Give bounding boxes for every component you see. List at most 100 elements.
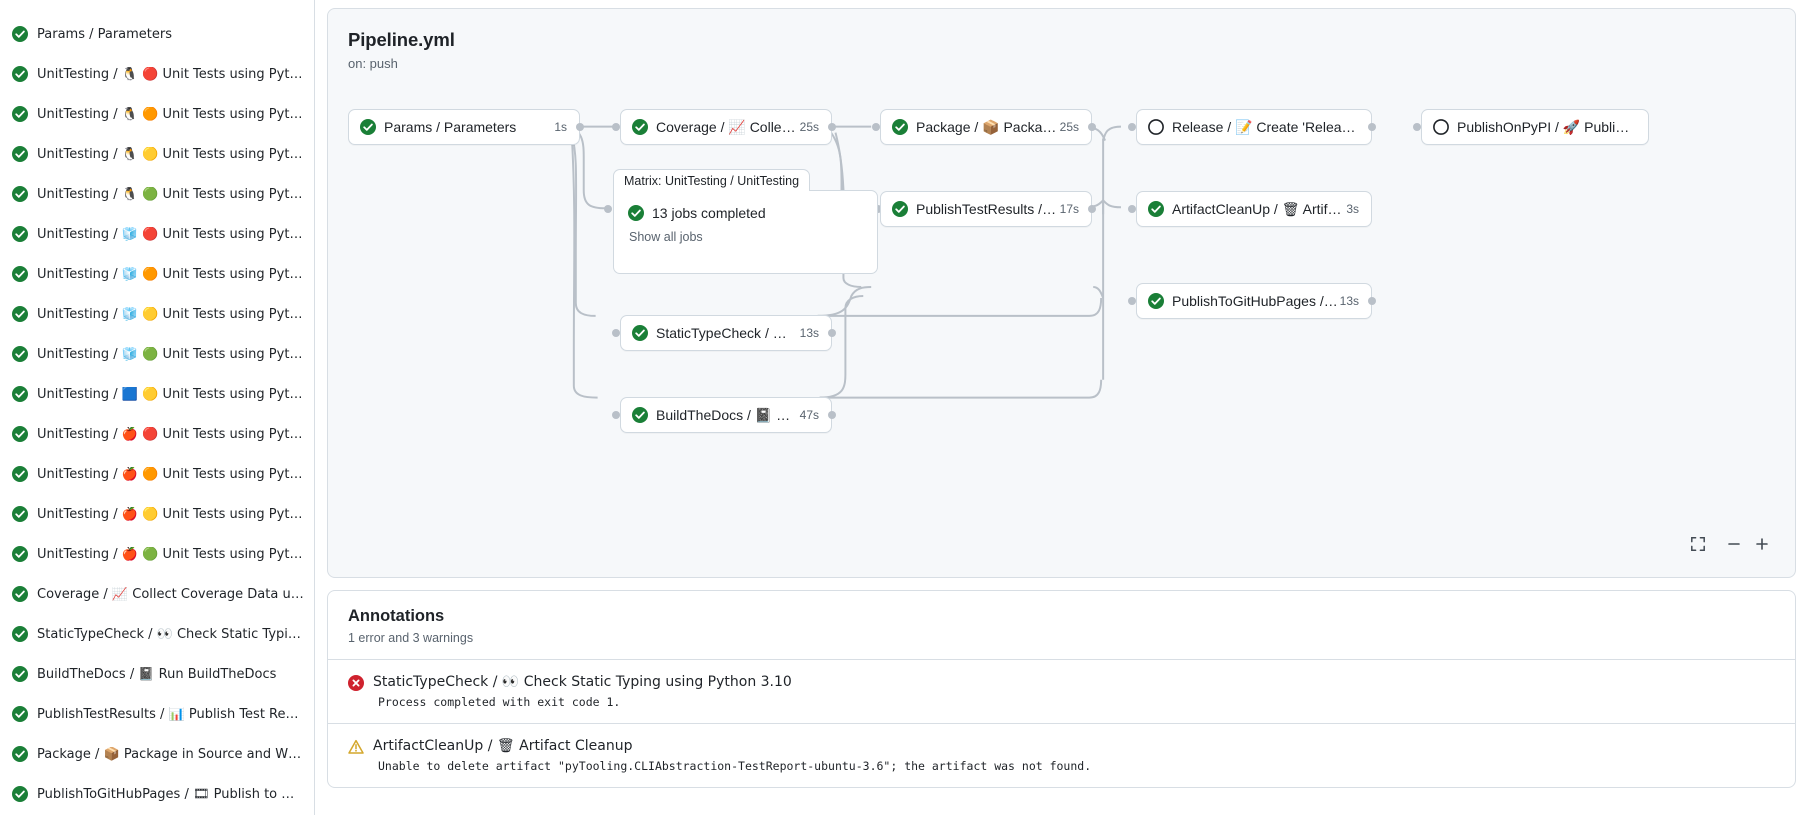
port-in <box>1128 297 1136 305</box>
sidebar-job-item[interactable]: UnitTesting / 🍎 🟢 Unit Tests using Pyth… <box>0 534 314 574</box>
sidebar-job-label: UnitTesting / 🧊 🔴 Unit Tests using Pyth… <box>37 226 304 242</box>
annotation-title: ArtifactCleanUp / 🗑 Artifact Cleanup <box>373 738 633 754</box>
port-out <box>576 123 584 131</box>
zoom-out-button[interactable] <box>1721 531 1747 557</box>
status-success-icon <box>12 186 28 202</box>
sidebar-job-item[interactable]: UnitTesting / 🍎 🟡 Unit Tests using Pyth… <box>0 494 314 534</box>
sidebar-job-item[interactable]: UnitTesting / 🐧 🔴 Unit Tests using Pyth… <box>0 54 314 94</box>
status-success-icon <box>1148 293 1164 309</box>
graph-node-publishtestresults[interactable]: PublishTestResults / 📊 Pu… 17s <box>880 191 1092 227</box>
graph-node-label: Coverage / 📈 Collect Cove… <box>656 118 800 135</box>
sidebar-job-item[interactable]: UnitTesting / 🐧 🟢 Unit Tests using Pyth… <box>0 174 314 214</box>
sidebar-job-item[interactable]: UnitTesting / 🧊 🟠 Unit Tests using Pyth… <box>0 254 314 294</box>
sidebar-job-label: UnitTesting / 🐧 🟠 Unit Tests using Pyth… <box>37 106 304 122</box>
status-success-icon <box>892 201 908 217</box>
graph-node-release[interactable]: Release / 📝 Create 'Release P… <box>1136 109 1372 145</box>
status-success-icon <box>12 66 28 82</box>
graph-node-duration: 1s <box>554 120 567 134</box>
status-success-icon <box>12 146 28 162</box>
annotations-card: Annotations 1 error and 3 warnings Stati… <box>327 590 1796 788</box>
annotations-title: Annotations <box>348 607 445 625</box>
port-out <box>1088 205 1096 213</box>
graph-node-params[interactable]: Params / Parameters 1s <box>348 109 580 145</box>
status-success-icon <box>12 706 28 722</box>
sidebar-job-item[interactable]: UnitTesting / 🧊 🟢 Unit Tests using Pyth… <box>0 334 314 374</box>
sidebar-job-item[interactable]: UnitTesting / 🍎 🟠 Unit Tests using Pyth… <box>0 454 314 494</box>
annotation-message: Process completed with exit code 1. <box>378 695 621 709</box>
port-out <box>828 329 836 337</box>
matrix-tab-label: Matrix: UnitTesting / UnitTesting <box>613 169 811 191</box>
sidebar-job-item[interactable]: StaticTypeCheck / 👀 Check Static Typing… <box>0 614 314 654</box>
port-in <box>612 329 620 337</box>
sidebar-job-label: UnitTesting / 🍎 🟡 Unit Tests using Pyth… <box>37 506 304 522</box>
sidebar-job-item[interactable]: UnitTesting / 🐧 🟠 Unit Tests using Pyth… <box>0 94 314 134</box>
sidebar-job-item[interactable]: UnitTesting / 🧊 🔴 Unit Tests using Pyth… <box>0 214 314 254</box>
status-success-icon <box>12 786 28 802</box>
zoom-in-button[interactable] <box>1749 531 1775 557</box>
sidebar-job-item[interactable]: Package / 📦 Package in Source and Wh… <box>0 734 314 774</box>
sidebar-job-label: UnitTesting / 🧊 🟠 Unit Tests using Pyth… <box>37 266 304 282</box>
status-success-icon <box>12 746 28 762</box>
sidebar-job-item[interactable]: PublishToGitHubPages / 🎞 Publish to G… <box>0 774 314 814</box>
sidebar-job-item[interactable]: BuildTheDocs / 📓 Run BuildTheDocs <box>0 654 314 694</box>
status-success-icon <box>892 119 908 135</box>
sidebar-job-label: UnitTesting / 🍎 🟠 Unit Tests using Pyth… <box>37 466 304 482</box>
port-in <box>1413 123 1421 131</box>
sidebar-job-item[interactable]: PublishTestResults / 📊 Publish Test Resu… <box>0 694 314 734</box>
sidebar-job-item[interactable]: UnitTesting / 🍎 🔴 Unit Tests using Pyth… <box>0 414 314 454</box>
graph-node-buildthedocs[interactable]: BuildTheDocs / 📓 Run Buil… 47s <box>620 397 832 433</box>
graph-node-label: Release / 📝 Create 'Release P… <box>1172 118 1359 135</box>
sidebar-job-item[interactable]: UnitTesting / 🐧 🟡 Unit Tests using Pyth… <box>0 134 314 174</box>
sidebar-job-item[interactable]: UnitTesting / 🟦 🟡 Unit Tests using Pyth… <box>0 374 314 414</box>
graph-node-label: Params / Parameters <box>384 119 517 135</box>
port-in <box>872 123 880 131</box>
graph-node-statictypecheck[interactable]: StaticTypeCheck / 👀 Chec… 13s <box>620 315 832 351</box>
status-success-icon <box>12 346 28 362</box>
status-success-icon <box>632 119 648 135</box>
zoom-button-group <box>1721 531 1775 557</box>
annotation-title: StaticTypeCheck / 👀 Check Static Typing … <box>373 674 792 690</box>
status-success-icon <box>12 546 28 562</box>
annotations-list: StaticTypeCheck / 👀 Check Static Typing … <box>328 659 1795 787</box>
port-in <box>1128 123 1136 131</box>
annotation-message: Unable to delete artifact "pyTooling.CLI… <box>378 759 1092 773</box>
graph-node-label: ArtifactCleanUp / 🗑 Artifac… <box>1172 200 1347 217</box>
status-success-icon <box>12 106 28 122</box>
fullscreen-icon[interactable] <box>1685 531 1711 557</box>
graph-node-coverage[interactable]: Coverage / 📈 Collect Cove… 25s <box>620 109 832 145</box>
annotations-header: Annotations 1 error and 3 warnings <box>328 591 1795 659</box>
graph-node-artifactcleanup[interactable]: ArtifactCleanUp / 🗑 Artifac… 3s <box>1136 191 1372 227</box>
sidebar-job-label: UnitTesting / 🐧 🟢 Unit Tests using Pyth… <box>37 186 304 202</box>
port-out <box>828 123 836 131</box>
annotation-title-row: ArtifactCleanUp / 🗑 Artifact Cleanup <box>348 738 1775 755</box>
warning-icon <box>348 739 364 755</box>
sidebar-job-label: UnitTesting / 🧊 🟢 Unit Tests using Pyth… <box>37 346 304 362</box>
graph-node-publishtogithubpages[interactable]: PublishToGitHubPages / 🎞 … 13s <box>1136 283 1372 319</box>
sidebar-job-item[interactable]: Params / Parameters <box>0 14 314 54</box>
port-in <box>1128 205 1136 213</box>
port-in <box>604 205 612 213</box>
graph-node-package[interactable]: Package / 📦 Package in So… 25s <box>880 109 1092 145</box>
sidebar-job-item[interactable]: UnitTesting / 🧊 🟡 Unit Tests using Pyth… <box>0 294 314 334</box>
page-title: Pipeline.yml <box>348 29 455 50</box>
matrix-body[interactable]: 13 jobs completed Show all jobs <box>613 190 878 274</box>
status-success-icon <box>1148 201 1164 217</box>
port-out <box>1368 123 1376 131</box>
graph-node-publishonpypi[interactable]: PublishOnPyPI / 🚀 Publish to … <box>1421 109 1649 145</box>
sidebar-job-label: PublishToGitHubPages / 🎞 Publish to G… <box>37 786 304 802</box>
graph-node-duration: 25s <box>1059 120 1079 134</box>
sidebar-job-item[interactable]: Coverage / 📈 Collect Coverage Data usi… <box>0 574 314 614</box>
port-out <box>828 411 836 419</box>
annotation-item[interactable]: StaticTypeCheck / 👀 Check Static Typing … <box>328 659 1795 723</box>
sidebar-job-label: UnitTesting / 🍎 🔴 Unit Tests using Pyth… <box>37 426 304 442</box>
graph-node-label: PublishToGitHubPages / 🎞 … <box>1172 292 1340 309</box>
show-all-jobs-link[interactable]: Show all jobs <box>629 230 703 244</box>
graph-node-duration: 17s <box>1059 202 1079 216</box>
sidebar-job-label: PublishTestResults / 📊 Publish Test Resu… <box>37 706 304 722</box>
status-success-icon <box>628 205 644 221</box>
graph-node-duration: 13s <box>799 326 819 340</box>
